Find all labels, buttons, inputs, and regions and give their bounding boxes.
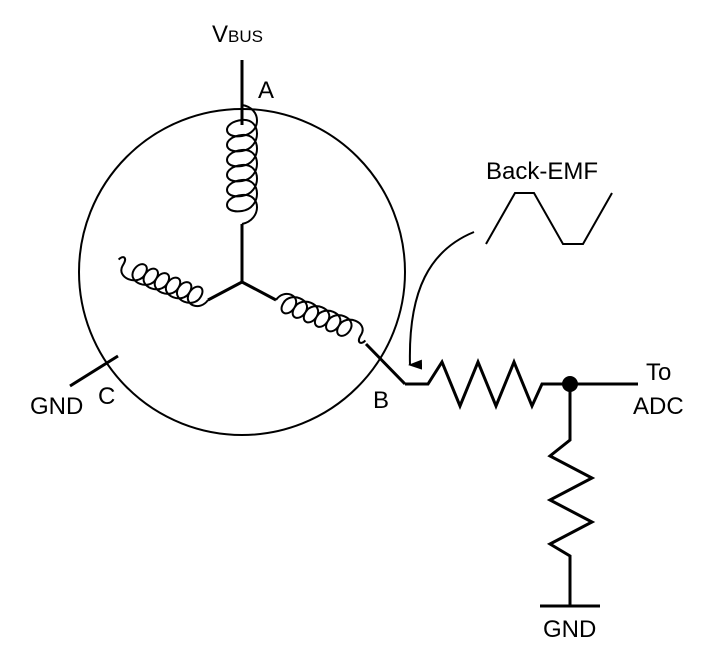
back-emf-waveform [485, 192, 613, 245]
star-point-to-coil-c [207, 280, 243, 302]
back-emf-arrow [408, 231, 475, 370]
terminal-a-label: A [258, 77, 274, 104]
terminal-c-lead [69, 354, 119, 388]
coil-a [226, 104, 258, 282]
coil-b [275, 292, 367, 344]
terminal-b-lead [364, 342, 407, 386]
shunt-resistor [546, 384, 596, 606]
star-point-to-coil-b [241, 280, 277, 302]
series-resistor [405, 358, 570, 410]
terminal-c-label: C [98, 383, 115, 410]
gnd-left-label: GND [30, 393, 83, 420]
vbus-label-sub: BUS [228, 27, 263, 46]
adc-label: ADC [633, 393, 684, 420]
terminal-b-label: B [373, 387, 389, 414]
gnd-bottom-label: GND [543, 616, 596, 643]
to-label: To [646, 359, 671, 386]
vbus-label: VBUS [212, 21, 263, 48]
coil-c [117, 256, 209, 308]
vbus-label-main: V [212, 21, 228, 48]
back-emf-label: Back-EMF [486, 158, 598, 185]
